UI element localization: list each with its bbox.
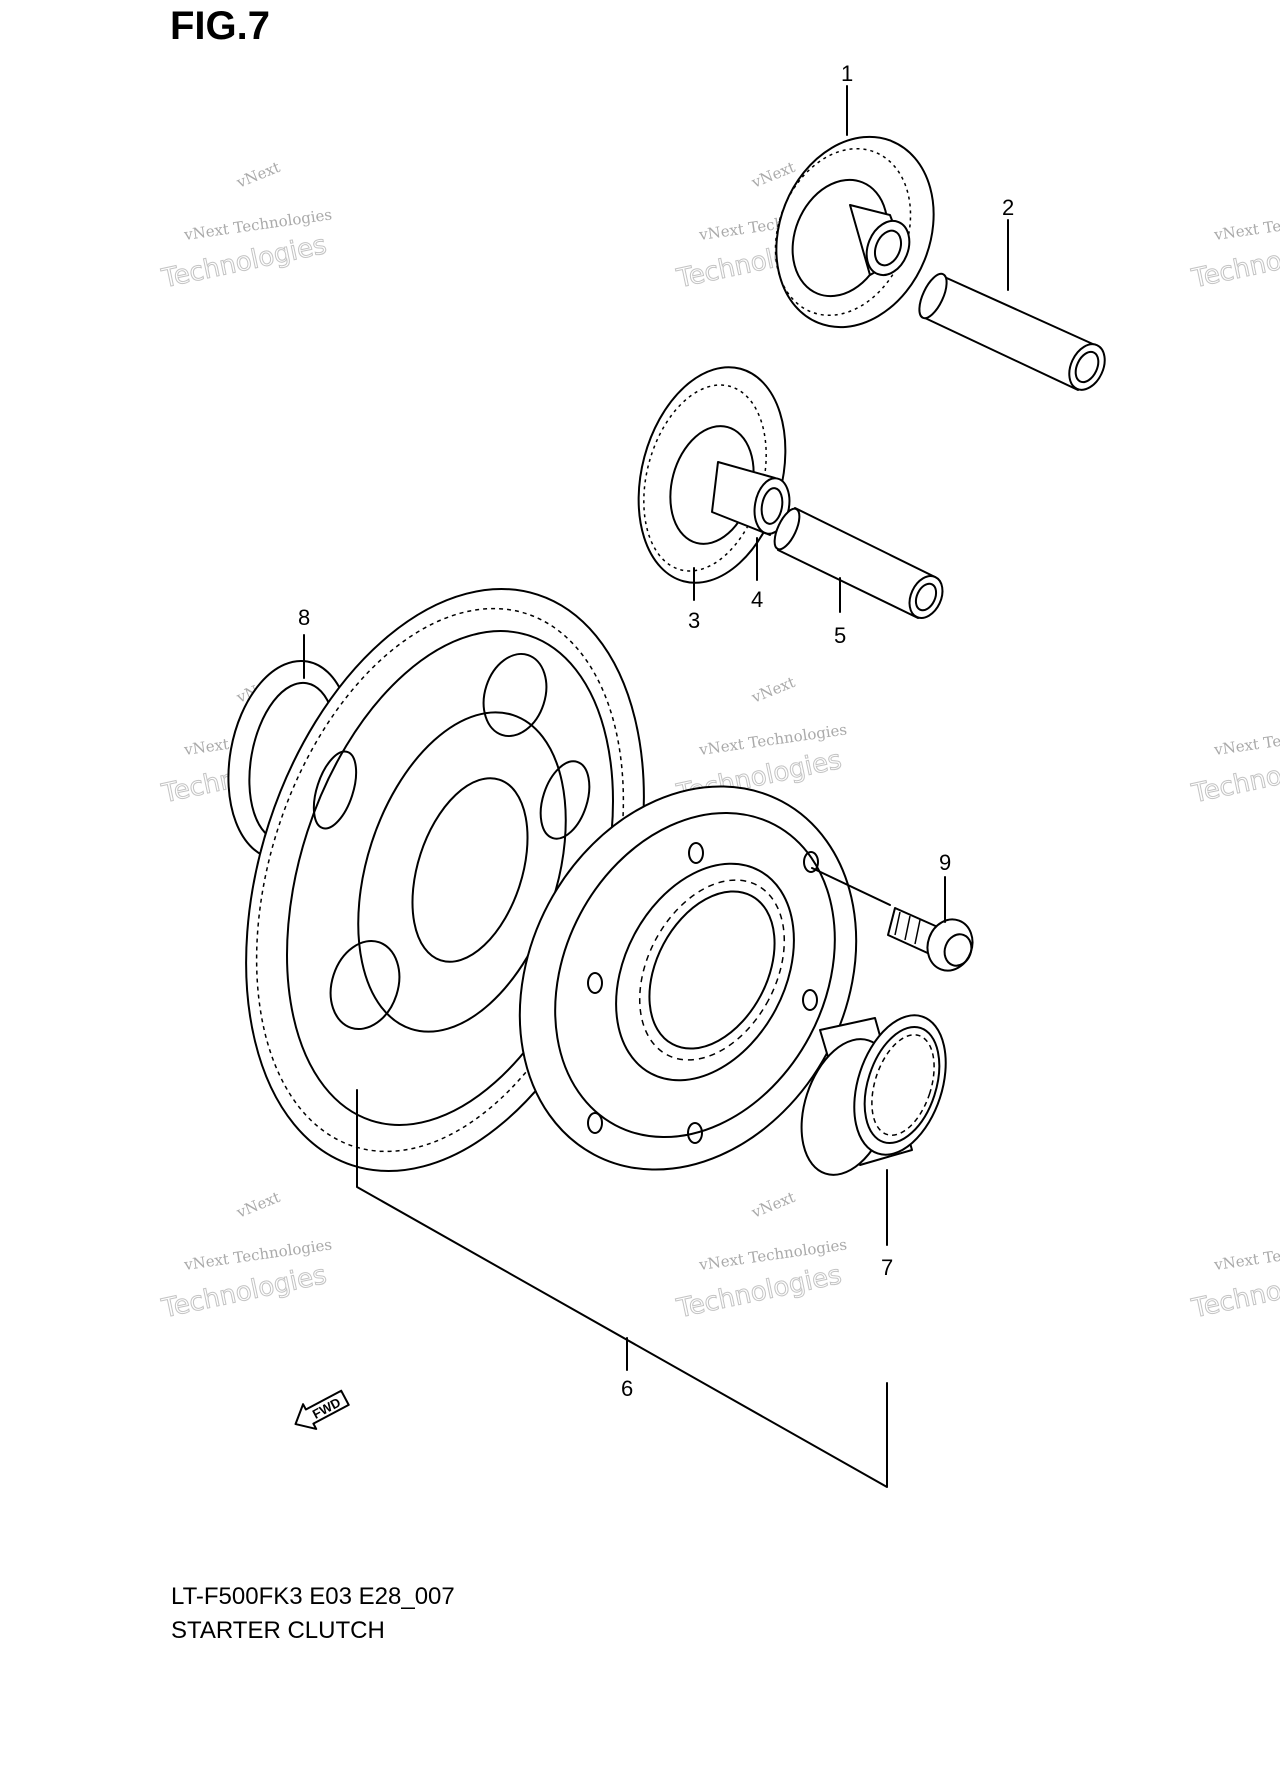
callout-9: 9 bbox=[939, 850, 951, 875]
part-9-bolt bbox=[811, 867, 974, 972]
callout-4: 4 bbox=[751, 587, 763, 612]
watermark-text: vNext Technologies bbox=[1212, 720, 1280, 759]
callout-7: 7 bbox=[881, 1255, 893, 1280]
figure-title: FIG.7 bbox=[170, 4, 271, 48]
drawing-name: STARTER CLUTCH bbox=[171, 1617, 385, 1644]
part-2-idle-gear-shaft bbox=[918, 272, 1106, 391]
part-3-reduction-gear bbox=[637, 366, 787, 584]
forward-arrow-icon bbox=[294, 1389, 350, 1430]
assembly-bracket bbox=[356, 1089, 888, 1488]
watermark-text: vNext Technologies bbox=[1212, 205, 1280, 244]
callout-3: 3 bbox=[688, 608, 700, 633]
callout-8: 8 bbox=[298, 605, 310, 630]
watermark-text: vNext bbox=[233, 158, 282, 192]
part-7-one-way-clutch bbox=[800, 1014, 947, 1176]
watermark-text: vNext Technologies bbox=[1212, 1235, 1280, 1274]
watermark-text: vNext bbox=[233, 1188, 282, 1222]
starter-clutch-body bbox=[518, 785, 858, 1171]
callout-labels: 1 2 3 4 5 6 7 8 9 bbox=[298, 61, 1014, 1401]
watermark-text: vNext bbox=[748, 1188, 797, 1222]
fwd-direction-marker: FWD bbox=[294, 1389, 350, 1430]
part-1-idle-gear bbox=[774, 135, 935, 329]
leader-lines bbox=[303, 85, 1009, 1371]
watermark-text: vNext bbox=[748, 158, 797, 192]
callout-2: 2 bbox=[1002, 195, 1014, 220]
drawing-code: LT-F500FK3 E03 E28_007 bbox=[171, 1583, 455, 1610]
part-4-bushing bbox=[711, 461, 791, 536]
callout-6: 6 bbox=[621, 1376, 633, 1401]
part-5-gear-shaft bbox=[773, 507, 944, 619]
watermark-text: vNext bbox=[748, 673, 797, 707]
callout-5: 5 bbox=[834, 623, 846, 648]
callout-1: 1 bbox=[841, 61, 853, 86]
